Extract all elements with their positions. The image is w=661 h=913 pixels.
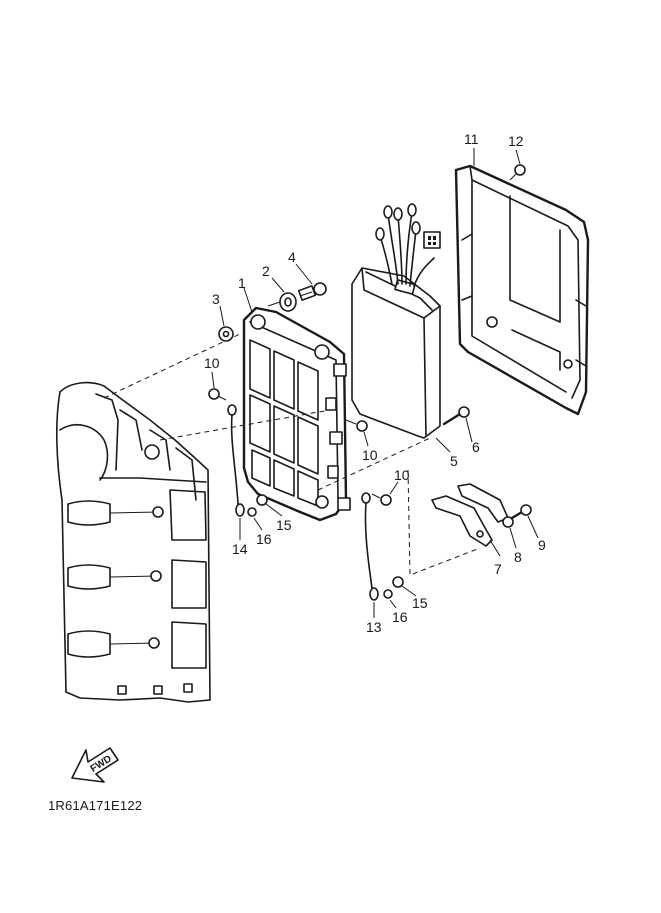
callout-16b: 16	[392, 609, 408, 625]
screw-part-15b	[392, 576, 404, 588]
collar-bolt-part	[297, 282, 327, 301]
callout-leader-lines	[211, 148, 539, 618]
callout-1: 1	[238, 275, 246, 291]
mounting-bracket-plate	[242, 306, 351, 522]
screw-part-10c	[371, 493, 392, 506]
callout-12: 12	[508, 133, 524, 149]
wire-harness	[375, 203, 441, 287]
callout-2: 2	[262, 263, 270, 279]
washer-part-16a	[247, 507, 257, 517]
diagram-reference-code: 1R61A171E122	[48, 798, 143, 813]
fwd-direction-arrow-icon: FWD	[71, 747, 119, 783]
washer-part-16b	[383, 589, 393, 599]
bracket-cell-grid	[249, 339, 319, 507]
ground-lead-14	[227, 404, 245, 517]
callout-5: 5	[450, 453, 458, 469]
screw-part-10a	[208, 388, 227, 401]
screw-part-9	[510, 504, 532, 520]
callout-3: 3	[212, 291, 220, 307]
ground-lead-13	[361, 492, 379, 601]
callout-10a: 10	[204, 355, 220, 371]
screw-part-15a	[256, 494, 268, 506]
callout-13: 13	[366, 619, 382, 635]
screw-part-10b	[345, 419, 368, 432]
engine-block-outline	[56, 381, 211, 703]
callout-7: 7	[494, 561, 502, 577]
electrical-cover	[454, 164, 590, 416]
washer-part-8	[502, 516, 514, 528]
bracket-strip	[431, 483, 509, 547]
alignment-dashed-lines	[103, 333, 481, 576]
callout-15b: 15	[412, 595, 428, 611]
callout-16a: 16	[256, 531, 272, 547]
screw-part-12	[509, 164, 526, 181]
callout-8: 8	[514, 549, 522, 565]
callout-10b: 10	[362, 447, 378, 463]
callout-11: 11	[464, 131, 479, 147]
cdi-unit-box	[351, 203, 441, 439]
callout-10c: 10	[394, 467, 410, 483]
callout-15a: 15	[276, 517, 292, 533]
grommet-part	[267, 292, 297, 312]
screw-part-6	[442, 406, 470, 426]
callout-14: 14	[232, 541, 248, 557]
callout-9: 9	[538, 537, 546, 553]
callout-4: 4	[288, 249, 296, 265]
callout-6: 6	[472, 439, 480, 455]
washer-part	[218, 326, 234, 342]
